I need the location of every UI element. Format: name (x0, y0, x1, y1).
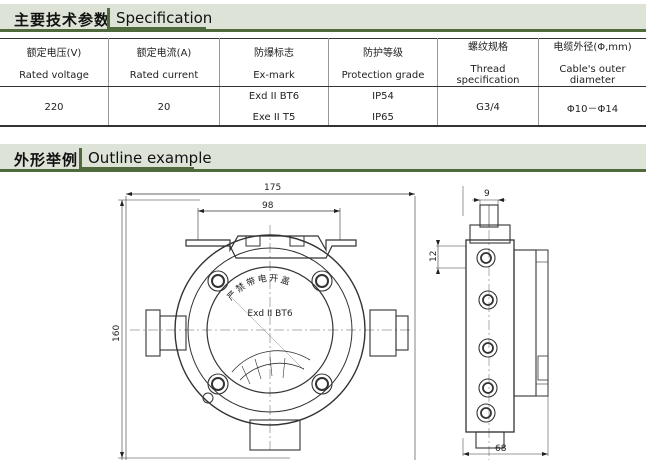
header-bar (0, 29, 646, 32)
dim-label-175: 175 (264, 183, 281, 193)
val-cable: Φ10－Φ14 (538, 86, 646, 127)
switch-tick (282, 357, 286, 379)
side-gland-core (480, 252, 492, 264)
table-header-row: 额定电压(V)Rated voltage 额定电流(A)Rated curren… (0, 38, 646, 87)
side-gland-ring (476, 403, 496, 423)
val-thread: G3/4 (437, 86, 539, 127)
mounting-bracket (185, 235, 357, 259)
dim-label-98: 98 (262, 201, 274, 211)
arrow-head (198, 209, 204, 213)
side-gland-core (482, 294, 494, 306)
ground-screw (202, 392, 214, 404)
outline-section-header: 外形举例 Outline example (0, 144, 646, 172)
header-separator (79, 148, 82, 170)
cover-screw (315, 377, 329, 391)
switch-tick (254, 358, 262, 380)
cover-screw (207, 270, 229, 292)
val-current: 20 (108, 86, 220, 127)
left-gland-nut (145, 309, 161, 357)
spec-title-cn: 主要技术参数 (14, 11, 111, 29)
arrow-head (498, 198, 504, 202)
cover-screw (211, 274, 225, 288)
col-voltage: 额定电压(V)Rated voltage (0, 38, 109, 87)
arrow-head (474, 198, 480, 202)
side-bracket (469, 224, 511, 244)
side-body (465, 239, 515, 433)
arrow-head (436, 240, 440, 246)
arrow-head (409, 192, 415, 196)
arrow-head (436, 268, 440, 274)
arrow-head (334, 209, 340, 213)
spec-table: 额定电压(V)Rated voltage 额定电流(A)Rated curren… (0, 38, 646, 127)
side-lid (535, 249, 549, 397)
switch-tick (241, 365, 251, 385)
side-bottom-gland (475, 431, 505, 449)
outline-title-en: Outline example (88, 149, 212, 167)
arrow-head (542, 452, 548, 456)
col-current: 额定电流(A)Rated current (108, 38, 220, 87)
cover-screw (315, 274, 329, 288)
side-gland-ring (478, 338, 498, 358)
cover-screw (211, 377, 225, 391)
arrow-head (126, 192, 132, 196)
face-warning: 严禁带电开盖 (225, 272, 293, 303)
side-gland-core (482, 382, 494, 394)
dim-label-12: 12 (429, 251, 439, 262)
side-gland-ring (478, 290, 498, 310)
side-gland-ring (478, 378, 498, 398)
arrow-head (463, 452, 469, 456)
bottom-gland (249, 419, 301, 451)
dim-label-9: 9 (484, 189, 490, 199)
dim-label-68: 68 (495, 444, 507, 454)
right-gland-nut (395, 315, 409, 351)
table-bottom-rule (0, 125, 646, 127)
header-bar (0, 169, 646, 172)
outline-title-cn: 外形举例 (14, 151, 79, 169)
left-gland (159, 315, 187, 351)
col-cable: 电缆外径(Φ,mm)Cable's outer diameter (538, 38, 646, 87)
side-cover (513, 249, 537, 397)
hatch (229, 295, 305, 371)
val-voltage: 220 (44, 101, 64, 113)
side-gland-ring (476, 248, 496, 268)
right-gland (369, 309, 397, 357)
spec-title-en: Specification (116, 9, 213, 27)
lid-latch (537, 355, 549, 381)
face-exmark: Exd II BT6 (247, 309, 292, 319)
header-separator (107, 8, 110, 30)
cover-screw (311, 270, 333, 292)
header-underline (110, 27, 206, 29)
arrow-head (120, 452, 124, 458)
header-underline (82, 167, 194, 169)
arrow-head (120, 200, 124, 206)
cover-screw (207, 373, 229, 395)
dim-label-160: 160 (112, 325, 122, 342)
cover-screw (311, 373, 333, 395)
switch-tick (269, 356, 273, 377)
switch-arc (231, 350, 311, 373)
spec-section-header: 主要技术参数 Specification (0, 4, 646, 32)
side-gland-core (482, 342, 494, 354)
switch-arc (239, 362, 305, 381)
side-gland-core (480, 407, 492, 419)
